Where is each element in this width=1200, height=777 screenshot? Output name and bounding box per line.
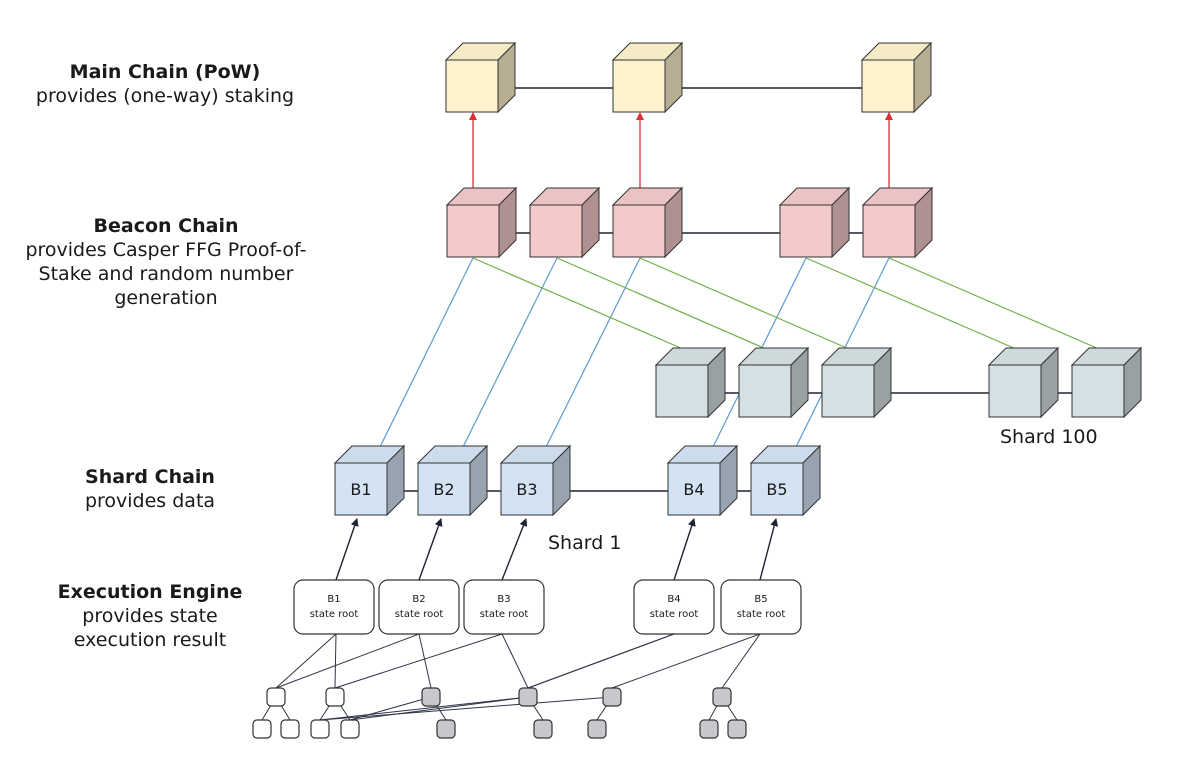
cross-chain-links <box>379 112 1100 448</box>
beacon-to-shard-100-link <box>472 257 684 350</box>
state-tree-edge <box>721 633 761 689</box>
beacon-chain-block <box>778 186 851 259</box>
shard-1-to-beacon-link <box>545 257 641 448</box>
shard-1-block-b5: B5 <box>749 444 822 517</box>
shard-1-block-b2: B2 <box>416 444 489 517</box>
main-chain-block <box>860 41 933 114</box>
state-tree-edge <box>275 633 420 689</box>
state-tree-edge <box>319 696 529 721</box>
shard-1-block-b2-label: B2 <box>433 480 454 499</box>
beacon-chain-title: Beacon Chain <box>93 215 239 237</box>
main-chain-title: Main Chain (PoW) <box>69 61 261 83</box>
shard-1-block-b3: B3 <box>499 444 572 517</box>
state-tree-node <box>436 719 456 739</box>
state-tree-edge <box>527 633 675 689</box>
state-tree-node <box>266 687 286 707</box>
state-tree-node <box>712 687 732 707</box>
state-tree-node <box>310 719 330 739</box>
beacon-to-shard-100-link <box>805 257 1017 350</box>
blocks: B1 B2 B3 B4 B5 <box>333 41 1143 517</box>
shard-100-caption: Shard 100 <box>1000 426 1098 448</box>
shard-1-block-b3-label: B3 <box>516 480 537 499</box>
state-root-to-block-link <box>673 518 696 581</box>
shard-chain-description: provides data <box>84 490 216 512</box>
main-chain-label: Main Chain (PoW) provides (one-way) stak… <box>0 60 330 108</box>
state-root-label: state root <box>480 609 529 620</box>
state-tree-node <box>699 719 719 739</box>
beacon-chain-block <box>445 186 518 259</box>
state-tree-node <box>533 719 553 739</box>
shard-chain-label: Shard Chain provides data <box>30 465 270 513</box>
main-chain-block <box>444 41 517 114</box>
state-tree-node <box>727 719 747 739</box>
shard-100-block <box>987 346 1060 419</box>
state-tree-node <box>518 687 538 707</box>
shard-100-block <box>1070 346 1143 419</box>
state-tree-node <box>421 687 441 707</box>
main-chain-block <box>611 41 684 114</box>
execution-engine-label: Execution Engine provides state executio… <box>45 580 255 652</box>
state-root-block-name: B3 <box>497 594 510 605</box>
main-chain-description: provides (one-way) staking <box>35 85 295 107</box>
beacon-to-shard-100-link <box>639 257 850 350</box>
beacon-chain-block <box>611 186 684 259</box>
state-tree-edge <box>334 633 337 689</box>
state-root-to-block-link <box>335 518 359 581</box>
shard-100-block <box>654 346 727 419</box>
state-root-block-name: B5 <box>754 594 767 605</box>
state-tree-node <box>587 719 607 739</box>
shard-100-block <box>737 346 810 419</box>
beacon-chain-block <box>861 186 934 259</box>
state-root-box-b3: B3 state root <box>463 579 545 635</box>
shard-1-block-b4: B4 <box>666 444 739 517</box>
shard-1-to-beacon-link <box>462 257 558 448</box>
state-tree-edge <box>319 696 613 721</box>
state-tree-edge <box>501 633 529 689</box>
state-root-block-name: B1 <box>327 594 340 605</box>
shard-chain-title: Shard Chain <box>85 466 215 488</box>
state-tree-node <box>252 719 272 739</box>
state-root-box-b4: B4 state root <box>633 579 715 635</box>
state-tree-edge <box>334 633 503 689</box>
state-root-block-name: B4 <box>667 594 680 605</box>
execution-engine-description: provides state execution result <box>73 605 227 651</box>
state-root-label: state root <box>395 609 444 620</box>
state-tree-edge <box>418 633 432 689</box>
beacon-chain-label: Beacon Chain provides Casper FFG Proof-o… <box>18 214 314 310</box>
state-root-label: state root <box>737 609 786 620</box>
shard-1-block-b5-label: B5 <box>766 480 787 499</box>
shard-1-to-beacon-link <box>379 257 474 448</box>
shard-100-block <box>820 346 893 419</box>
beacon-to-shard-100-link <box>888 257 1100 350</box>
state-root-label: state root <box>310 609 359 620</box>
execution-nodes: B1 state root B2 state root B3 state root B4 st… <box>252 518 802 739</box>
state-tree-node <box>325 687 345 707</box>
beacon-to-shard-100-link <box>556 257 767 350</box>
state-root-to-block-link <box>759 518 779 581</box>
state-root-to-block-link <box>501 518 528 581</box>
shard-1-block-b1: B1 <box>333 444 406 517</box>
beacon-chain-description: provides Casper FFG Proof-of-Stake and r… <box>25 239 307 309</box>
shard-1-block-b4-label: B4 <box>683 480 704 499</box>
execution-engine-title: Execution Engine <box>57 581 243 603</box>
state-root-block-name: B2 <box>412 594 425 605</box>
state-root-to-block-link <box>418 518 443 581</box>
beacon-chain-block <box>528 186 601 259</box>
state-tree-node <box>280 719 300 739</box>
state-tree-edge <box>611 633 761 689</box>
state-root-box-b1: B1 state root <box>293 579 375 635</box>
chain-lines <box>388 84 1072 495</box>
state-tree-node <box>602 687 622 707</box>
state-tree-node <box>340 719 360 739</box>
state-root-box-b5: B5 state root <box>720 579 802 635</box>
state-tree-edge <box>275 633 337 689</box>
shard-1-caption: Shard 1 <box>548 532 621 554</box>
state-root-label: state root <box>650 609 699 620</box>
state-root-box-b2: B2 state root <box>378 579 460 635</box>
shard-1-block-b1-label: B1 <box>350 480 371 499</box>
